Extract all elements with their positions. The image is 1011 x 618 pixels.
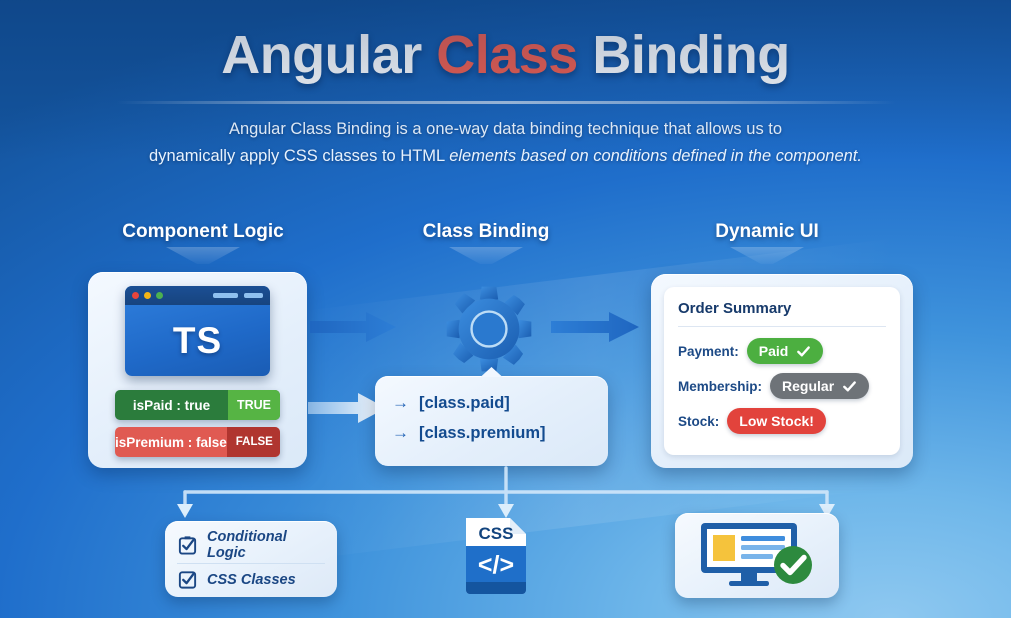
- checklist-card: Conditional Logic CSS Classes: [165, 521, 337, 597]
- column-heading-dynamic-ui: Dynamic UI: [715, 221, 819, 242]
- typescript-editor-window: TS: [125, 286, 270, 376]
- check-icon: [797, 345, 811, 356]
- subtitle-line-2-normal: dynamically apply CSS classes to HTML: [149, 146, 450, 165]
- checkbox-checked-icon: [178, 571, 197, 589]
- check-icon: [843, 380, 857, 391]
- connector-bus: [177, 466, 835, 518]
- status-badge-membership: Regular: [770, 373, 870, 399]
- flag-is-premium: isPremium : false FALSE: [115, 427, 280, 457]
- order-row-payment: Payment: Paid: [678, 338, 886, 364]
- order-row-membership: Membership: Regular: [678, 373, 886, 399]
- window-maximize-dot-icon: [156, 292, 163, 299]
- order-row-membership-label: Membership:: [678, 378, 763, 394]
- order-row-stock-label: Stock:: [678, 413, 720, 429]
- order-summary-title: Order Summary: [678, 300, 792, 317]
- arrow-gear-to-ui-icon: [551, 312, 639, 342]
- gear-icon: [446, 286, 532, 372]
- binding-row-premium: → [class.premium]: [392, 423, 546, 443]
- status-badge-stock: Low Stock!: [727, 408, 826, 434]
- binding-row-paid: → [class.paid]: [392, 393, 510, 413]
- window-close-dot-icon: [132, 292, 139, 299]
- column-notch-class-binding: [449, 247, 523, 264]
- component-logic-card: TS isPaid : true TRUE isPremium : false …: [88, 272, 307, 468]
- flag-is-premium-label: isPremium : false: [115, 434, 227, 450]
- binding-expression-premium: [class.premium]: [419, 423, 546, 442]
- column-heading-component-logic: Component Logic: [122, 221, 284, 242]
- checklist-item-css-classes-label: CSS Classes: [207, 571, 296, 588]
- editor-tab-icon: [213, 293, 238, 298]
- status-badge-stock-text: Low Stock!: [739, 413, 814, 429]
- window-minimize-dot-icon: [144, 292, 151, 299]
- title-part-2: Binding: [577, 25, 790, 85]
- flag-is-premium-chip: FALSE: [226, 427, 280, 457]
- column-notch-component-logic: [166, 247, 240, 264]
- arrow-right-icon: →: [392, 393, 409, 412]
- arrow-logic-to-gear-icon: [310, 312, 396, 342]
- checklist-item-css-classes: CSS Classes: [177, 563, 325, 592]
- column-heading-class-binding: Class Binding: [422, 221, 550, 242]
- page-title: Angular Class Binding: [0, 24, 1011, 86]
- flag-is-paid: isPaid : true TRUE: [115, 390, 280, 420]
- order-row-stock: Stock: Low Stock!: [678, 408, 886, 434]
- title-accent-word: Class: [436, 25, 578, 85]
- css-icon-label: CSS: [479, 524, 514, 543]
- status-badge-payment-text: Paid: [758, 343, 789, 359]
- editor-tab-group: [213, 293, 263, 298]
- css-file-icon: CSS </>: [466, 518, 526, 594]
- order-summary-panel: Order Summary Payment: Paid Membership: …: [664, 287, 900, 455]
- arrow-right-icon: →: [392, 423, 409, 442]
- subtitle-line-2-italic: elements based on conditions defined in …: [449, 146, 862, 165]
- dynamic-ui-preview-card: [675, 513, 839, 598]
- card-pointer-icon: [480, 367, 503, 377]
- order-row-payment-label: Payment:: [678, 343, 739, 359]
- column-notch-dynamic-ui: [730, 247, 804, 264]
- editor-titlebar: [125, 286, 270, 305]
- subtitle-line-1: Angular Class Binding is a one-way data …: [228, 120, 783, 138]
- title-part-1: Angular: [221, 25, 437, 85]
- dynamic-ui-card: Order Summary Payment: Paid Membership: …: [651, 274, 913, 468]
- flag-is-paid-chip: TRUE: [227, 390, 280, 420]
- header-divider: [115, 101, 896, 104]
- subtitle-line-2: dynamically apply CSS classes to HTML el…: [76, 143, 936, 170]
- binding-expression-paid: [class.paid]: [419, 393, 510, 412]
- page-subtitle: Angular Class Binding is a one-way data …: [76, 116, 936, 169]
- checkbox-checked-icon: [178, 536, 197, 555]
- order-summary-divider: [678, 326, 886, 327]
- css-icon-code: </>: [478, 551, 514, 579]
- flag-is-paid-label: isPaid : true: [132, 397, 211, 413]
- arrow-logic-to-binding-icon: [308, 393, 386, 423]
- status-badge-membership-text: Regular: [782, 378, 835, 394]
- status-badge-payment: Paid: [746, 338, 824, 364]
- editor-tab-icon: [244, 293, 263, 298]
- monitor-preview-icon: [701, 523, 812, 586]
- typescript-logo-text: TS: [172, 319, 223, 361]
- checklist-item-conditional-logic: Conditional Logic: [177, 528, 325, 561]
- checklist-item-conditional-logic-label: Conditional Logic: [207, 528, 287, 561]
- class-binding-card: → [class.paid] → [class.premium]: [375, 367, 608, 466]
